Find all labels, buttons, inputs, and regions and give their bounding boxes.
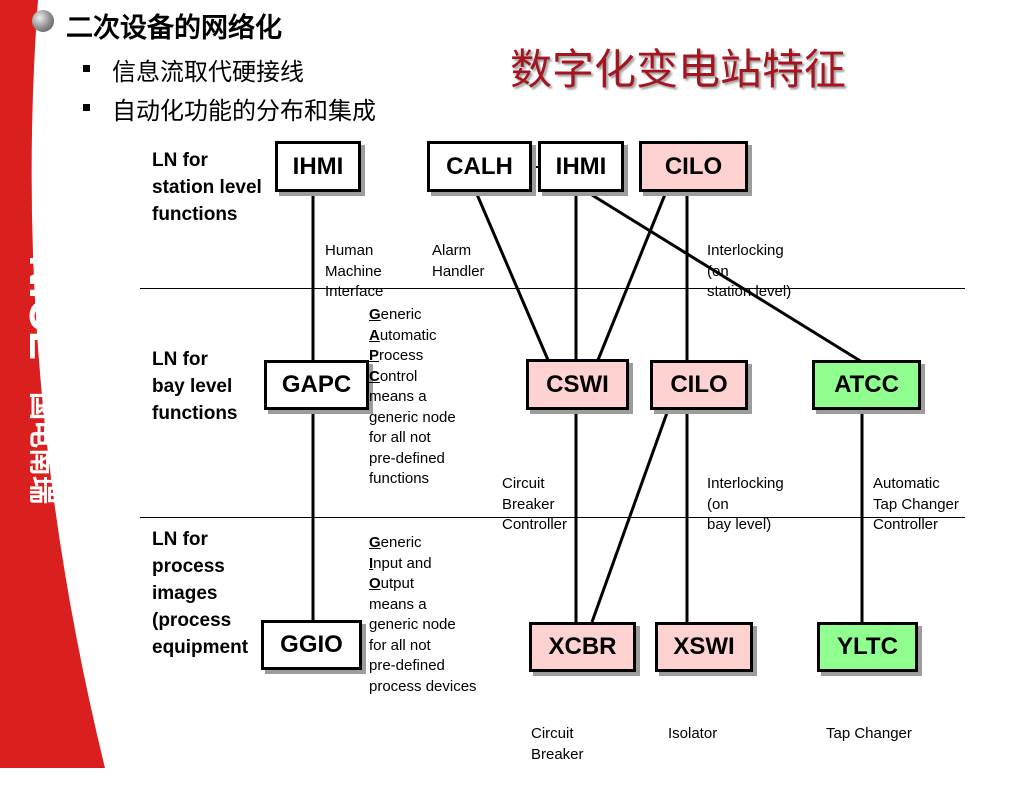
heading-item-2: 自动化功能的分布和集成 (112, 97, 376, 125)
definition-line: for all not (369, 636, 431, 654)
emblem-icon (32, 155, 80, 244)
level-label-process: LN for process images (process equipment (152, 529, 249, 658)
brand-text: NICE (20, 255, 69, 360)
link-ihmi-atcc (591, 193, 863, 364)
node-ihmi-station-2[interactable]: IHMI (538, 141, 624, 192)
node-calh[interactable]: CALH (427, 141, 532, 192)
node-yltc[interactable]: YLTC (817, 622, 918, 672)
definition-line: pre-defined (369, 449, 445, 467)
definition-line: Automatic (369, 326, 437, 344)
definition-line: generic node (369, 408, 456, 426)
definition-line: Generic (369, 534, 422, 551)
divider-station-bay (140, 288, 965, 289)
definition-line: functions (369, 470, 430, 487)
definition-line: Output (369, 575, 415, 592)
definition-line: Generic (369, 306, 422, 323)
link-cilo-xcbr (590, 409, 670, 623)
square-bullet-icon (83, 104, 90, 111)
definition-line: for all not (369, 429, 431, 446)
definition-line: Process (369, 347, 424, 364)
link-cilo-cswi (596, 191, 668, 361)
logo-band: NICE 国电南瑞 (0, 0, 105, 768)
node-xswi[interactable]: XSWI (655, 622, 753, 672)
node-ihmi-station[interactable]: IHMI (275, 141, 361, 192)
svg-text:NICE: NICE (20, 255, 69, 360)
node-gapc[interactable]: GAPC (264, 360, 369, 410)
divider-bay-process (140, 517, 965, 518)
definition-line: pre-defined (369, 657, 445, 674)
heading-main: 二次设备的网络化 (66, 13, 282, 44)
svg-text:国电南瑞: 国电南瑞 (26, 392, 59, 504)
level-label-bay: LN for bay level functions (152, 349, 238, 424)
desc-isolator: Isolator (668, 725, 718, 742)
node-xcbr[interactable]: XCBR (529, 622, 636, 672)
square-bullet-icon (83, 65, 90, 72)
brand-chinese: 国电南瑞 (26, 392, 59, 504)
definition-line: Control (369, 367, 418, 385)
definition-line: means a (369, 388, 427, 405)
definition-line: means a (369, 595, 427, 613)
sphere-bullet-icon (32, 10, 54, 32)
node-cilo-station[interactable]: CILO (639, 141, 748, 192)
node-ggio[interactable]: GGIO (261, 620, 362, 670)
node-cswi[interactable]: CSWI (526, 359, 629, 410)
link-calh-cswi (474, 191, 550, 361)
page-title: 数字化变电站特征 (510, 45, 847, 94)
definition-line: process devices (369, 677, 477, 695)
definition-line: Input and (369, 554, 432, 572)
definition-line: generic node (369, 616, 456, 633)
heading-item-1: 信息流取代硬接线 (112, 58, 304, 86)
node-cilo-bay[interactable]: CILO (650, 360, 748, 410)
level-label-station: LN for station level functions (152, 150, 262, 225)
brand-logo: NICE 国电南瑞 (0, 0, 105, 768)
desc-tap-changer: Tap Changer (826, 725, 912, 742)
node-atcc[interactable]: ATCC (812, 360, 921, 410)
